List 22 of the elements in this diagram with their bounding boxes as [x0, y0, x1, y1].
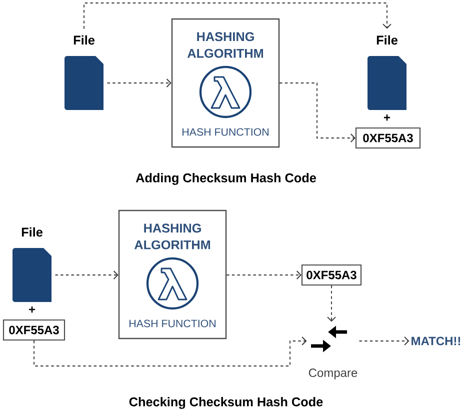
arrow [279, 82, 356, 142]
plus-sign: + [384, 114, 390, 121]
file-label: File [22, 227, 42, 237]
plus-sign: + [29, 306, 36, 313]
arrow [84, 2, 392, 30]
function-label: HASH FUNCTION [130, 320, 216, 328]
arrow [358, 336, 410, 346]
section-caption: Checking Checksum Hash Code [129, 397, 323, 409]
code-box: 0XF55A3 [301, 264, 362, 286]
file-label: File [74, 35, 94, 45]
file-label: File [376, 35, 398, 45]
arrow [327, 285, 336, 322]
result-text: MATCH!! [412, 336, 460, 346]
section-caption: Adding Checksum Hash Code [136, 173, 316, 185]
arrow [106, 78, 172, 88]
function-label: HASH FUNCTION [182, 128, 268, 136]
arrow [226, 270, 302, 280]
compare-label: Compare [308, 368, 358, 380]
arrow [34, 336, 307, 366]
arrow [54, 270, 118, 280]
code-box: 0XF55A3 [355, 127, 421, 149]
code-box: 0XF55A3 [2, 319, 66, 341]
